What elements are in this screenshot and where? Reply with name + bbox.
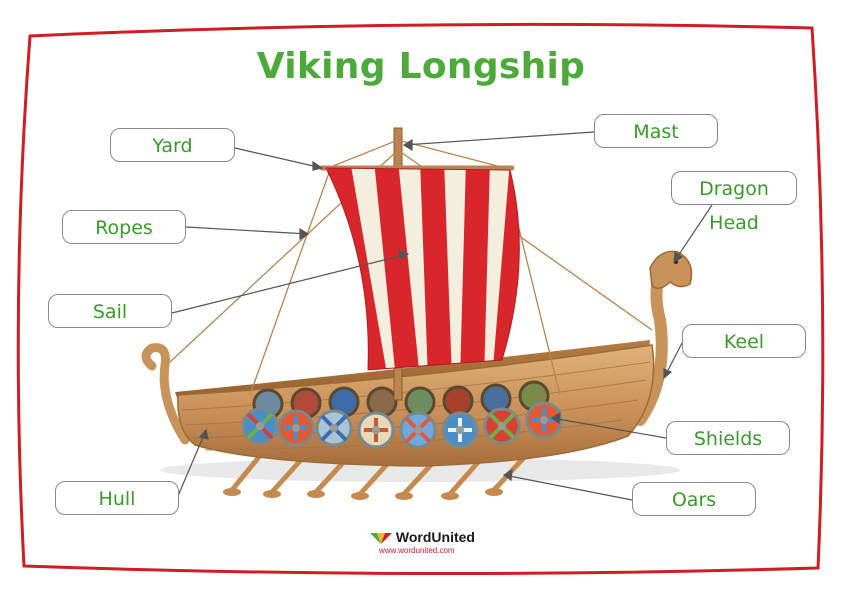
page-title: Viking Longship: [256, 46, 586, 87]
label-mast: Mast: [594, 114, 718, 148]
sail-shape: [326, 168, 520, 370]
brand-logo: WordUnited: [370, 529, 475, 549]
label-oars: Oars: [632, 482, 756, 516]
label-sail: Sail: [48, 294, 172, 328]
label-shields: Shields: [666, 421, 790, 455]
label-yard: Yard: [110, 128, 235, 162]
leader-lines: [171, 131, 713, 501]
dragon-head-shape: [649, 250, 693, 289]
brand-url: www.wordunited.com: [379, 546, 455, 555]
label-dragon-head: Dragon Head: [671, 171, 797, 234]
stern-curl: [141, 343, 190, 445]
ship-shadow: [160, 458, 680, 482]
shields-front-row: [241, 401, 563, 449]
label-keel: Keel: [682, 324, 806, 358]
label-ropes: Ropes: [62, 210, 186, 244]
brand-name: WordUnited: [395, 529, 475, 545]
oar-blades: [223, 488, 503, 500]
brand-mark-icon: [370, 533, 392, 545]
label-hull: Hull: [55, 481, 179, 515]
